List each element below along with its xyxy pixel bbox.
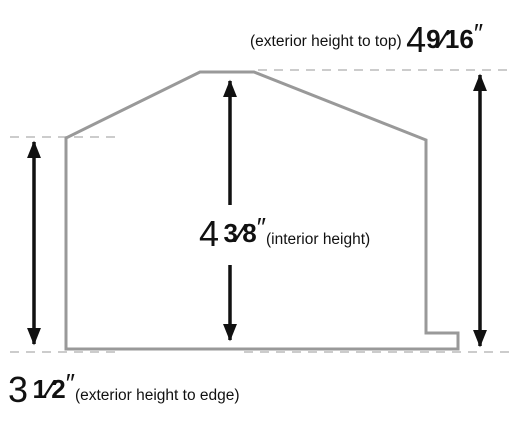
interior-whole: 4 (199, 213, 220, 254)
exterior-edge-whole: 3 (8, 369, 29, 410)
profile-outline (64, 70, 460, 351)
exterior-edge-caption: (exterior height to edge) (74, 387, 240, 404)
exterior-edge-height-label: 3 1⁄2″(exterior height to edge) (8, 370, 240, 408)
exterior-top-unit: ″ (473, 18, 484, 48)
interior-caption: (interior height) (265, 231, 371, 248)
interior-fraction: 3⁄8 (223, 218, 257, 248)
exterior-top-height-label: (exterior height to top) 49⁄16″ (250, 20, 483, 58)
exterior-top-caption: (exterior height to top) (250, 33, 402, 50)
exterior-top-whole: 4 (406, 19, 427, 60)
interior-height-label: 4 3⁄8″(interior height) (199, 214, 370, 252)
interior-unit: ″ (256, 212, 266, 242)
exterior-edge-fraction: 1⁄2 (32, 374, 66, 404)
exterior-top-fraction: 9⁄16 (426, 24, 474, 54)
exterior-edge-unit: ″ (65, 368, 75, 398)
